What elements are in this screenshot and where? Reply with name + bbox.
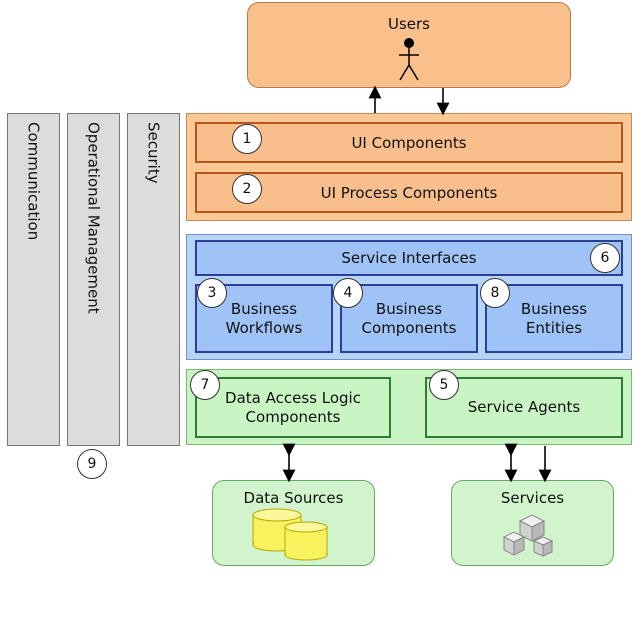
business-entities-line2: Entities [525, 318, 583, 337]
ui-process-components-bar: UI Process Components [195, 172, 623, 213]
business-entities-number-badge: 8 [480, 278, 510, 308]
business-components-box: Business Components [340, 284, 478, 353]
service-interfaces-number-badge: 6 [590, 243, 620, 273]
operational-management-label: Operational Management [84, 122, 103, 314]
ui-components-bar: UI Components [195, 122, 623, 163]
service-interfaces-label: Service Interfaces [341, 249, 477, 267]
communication-bar: Communication [7, 113, 60, 446]
service-agents-number-badge: 5 [429, 370, 459, 400]
services-label: Services [500, 489, 565, 507]
user-actor-icon [399, 38, 419, 81]
services-cubes-icon [502, 514, 554, 557]
crosscutting-number-badge: 9 [77, 449, 107, 479]
data-access-number-badge: 7 [190, 370, 220, 400]
communication-label: Communication [24, 122, 43, 241]
ui-components-label: UI Components [351, 133, 467, 152]
data-access-logic-box: Data Access Logic Components [195, 377, 391, 438]
security-bar: Security [127, 113, 180, 446]
services-box: Services [451, 480, 614, 566]
data-access-logic-line2: Components [245, 407, 341, 426]
data-access-logic-line1: Data Access Logic [225, 388, 361, 407]
business-workflows-line1: Business [230, 299, 298, 318]
business-workflows-number-badge: 3 [197, 278, 227, 308]
business-components-line1: Business [375, 299, 443, 318]
service-interfaces-bar: Service Interfaces [195, 240, 623, 276]
data-sources-box: Data Sources [212, 480, 375, 566]
operational-management-bar: Operational Management [67, 113, 120, 446]
ui-process-components-label: UI Process Components [320, 183, 498, 202]
database-icon [252, 508, 328, 561]
security-label: Security [144, 122, 163, 184]
service-agents-label: Service Agents [467, 398, 581, 416]
data-sources-label: Data Sources [243, 489, 344, 507]
business-workflows-line2: Workflows [225, 318, 303, 337]
users-box: Users [247, 2, 571, 88]
users-title: Users [387, 15, 430, 33]
ui-components-number-badge: 1 [232, 124, 262, 154]
ui-process-number-badge: 2 [232, 174, 262, 204]
business-components-line2: Components [361, 318, 457, 337]
business-components-number-badge: 4 [333, 278, 363, 308]
business-entities-line1: Business [520, 299, 588, 318]
